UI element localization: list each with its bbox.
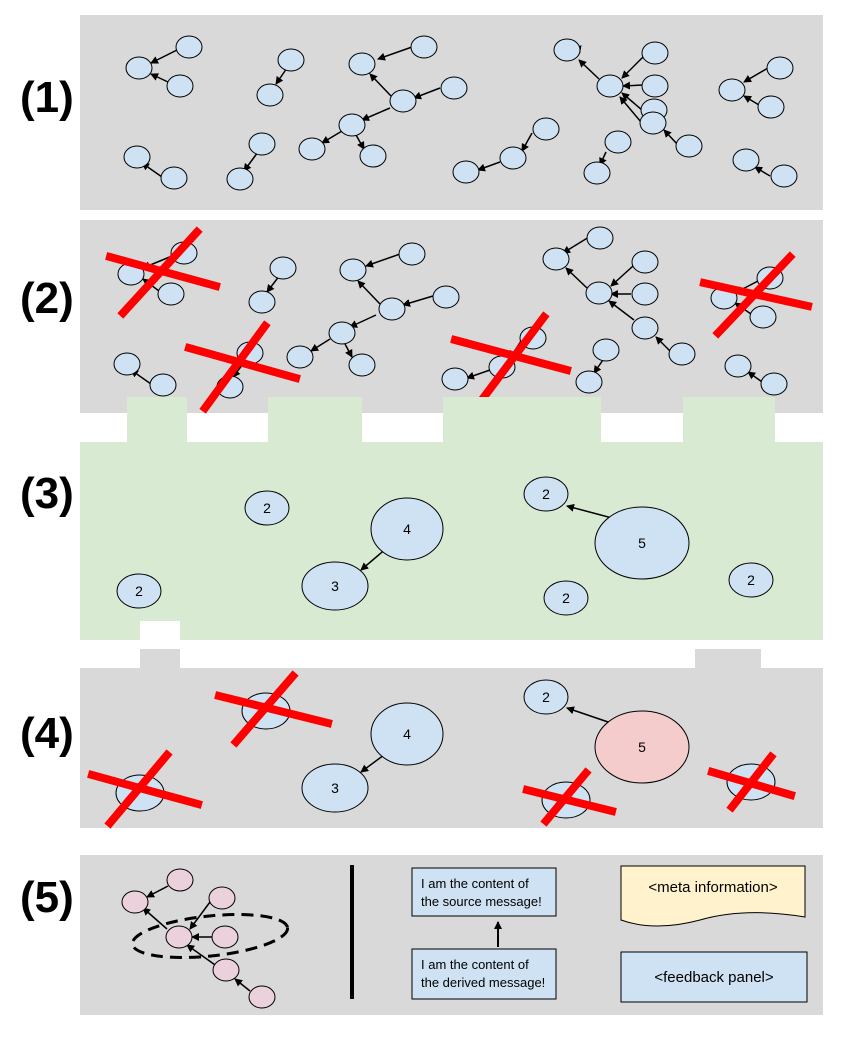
graph-node: 4 — [370, 497, 444, 561]
cross-mark-icon — [87, 749, 203, 829]
cross-mark-icon — [105, 226, 221, 319]
cross-mark-icon — [707, 751, 796, 813]
svg-text:I am the content of: I am the content of — [421, 876, 529, 891]
svg-text:the derived message!: the derived message! — [421, 975, 545, 990]
cross-mark-icon — [450, 311, 572, 403]
graph-node: 2 — [523, 679, 569, 715]
graph-node: 2 — [523, 476, 569, 512]
svg-text:2: 2 — [542, 486, 550, 502]
svg-text:5: 5 — [638, 739, 646, 755]
graph-node: 2 — [543, 580, 589, 616]
derived-message-box[interactable]: I am the content of the derived message! — [411, 948, 557, 1000]
cross-mark-icon — [699, 251, 813, 339]
graph-node-highlighted: 5 — [594, 710, 690, 784]
svg-text:4: 4 — [403, 726, 411, 742]
selection-ring — [130, 913, 290, 959]
graph-node: 3 — [301, 763, 369, 813]
cross-mark-icon — [184, 320, 301, 414]
stage-4-removal-crosses — [87, 670, 796, 829]
graph-node: 2 — [244, 490, 290, 526]
stage-2-removal-crosses — [105, 226, 813, 414]
stage-1-nodes — [123, 35, 798, 191]
stage-label-2: (2) — [20, 274, 74, 323]
thread-graph — [121, 868, 290, 1009]
svg-text:3: 3 — [331, 578, 339, 594]
stage-3-nodes: 2 4 3 2 5 2 2 — [116, 476, 774, 616]
stage-5-panel: I am the content of the source message! … — [80, 855, 823, 1015]
cross-mark-icon — [522, 767, 617, 827]
stage-label-5: (5) — [20, 873, 74, 922]
svg-text:I am the content of: I am the content of — [421, 957, 529, 972]
source-message-box[interactable]: I am the content of the source message! — [411, 867, 557, 917]
svg-text:4: 4 — [403, 521, 411, 537]
svg-text:2: 2 — [263, 500, 271, 516]
svg-text:2: 2 — [542, 689, 550, 705]
svg-text:2: 2 — [747, 572, 755, 588]
graph-node: 3 — [301, 561, 369, 611]
graph-node: 5 — [594, 506, 690, 580]
svg-text:2: 2 — [135, 583, 143, 599]
stage-3-panel: 2 4 3 2 5 2 2 — [80, 397, 823, 640]
cross-mark-icon — [214, 670, 333, 748]
stage-1-edges — [141, 45, 771, 178]
svg-text:3: 3 — [331, 780, 339, 796]
stage-label-4: (4) — [20, 709, 74, 758]
feedback-panel[interactable]: <feedback panel> — [620, 951, 808, 1003]
graph-node: 4 — [370, 702, 444, 766]
svg-text:5: 5 — [638, 535, 646, 551]
stage-label-3: (3) — [20, 469, 74, 518]
meta-information-panel[interactable]: <meta information> — [620, 865, 806, 927]
svg-text:<meta information>: <meta information> — [648, 879, 777, 896]
vertical-divider — [350, 865, 354, 999]
stage-1-panel — [80, 15, 823, 210]
stage-2-panel — [80, 220, 823, 414]
stage-4-panel: 4 3 2 5 — [80, 649, 823, 829]
svg-text:2: 2 — [562, 590, 570, 606]
svg-text:the source message!: the source message! — [421, 894, 542, 909]
graph-node: 2 — [116, 573, 162, 609]
stage-label-1: (1) — [20, 73, 74, 122]
svg-text:<feedback panel>: <feedback panel> — [654, 969, 774, 986]
graph-node: 2 — [728, 562, 774, 598]
